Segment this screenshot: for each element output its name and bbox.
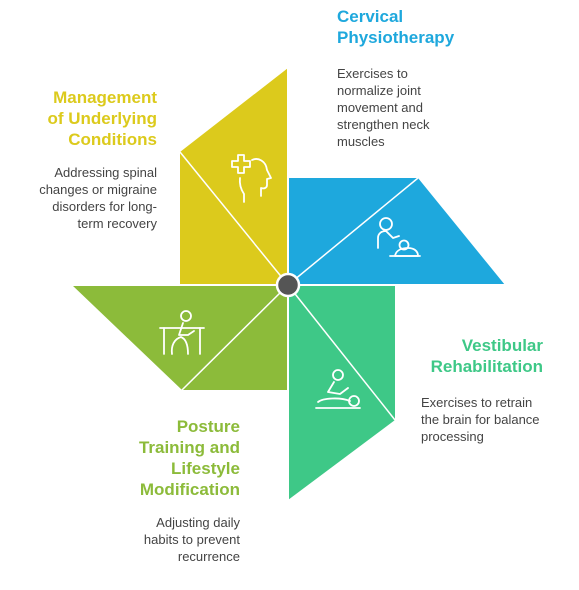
posture-description: Adjusting daily habits to prevent recurr… — [143, 515, 240, 564]
cervical-description: Exercises to normalize joint movement an… — [337, 66, 430, 149]
management-description: Addressing spinal changes or migraine di… — [39, 165, 157, 231]
management-label: Management of Underlying Conditions Addr… — [4, 87, 157, 232]
vestibular-label: Vestibular Rehabilitation — [380, 335, 543, 377]
head-with-medical-cross-icon — [231, 154, 272, 203]
physiotherapist-treating-patient-icon — [377, 217, 421, 257]
cervical-title: Cervical Physiotherapy — [337, 7, 455, 47]
cervical-physiotherapy-label: Cervical Physiotherapy Exercises to norm… — [337, 6, 557, 150]
posture-label: Posture Training and Lifestyle Modificat… — [80, 416, 240, 565]
cervical-blade — [288, 178, 505, 285]
vestibular-description: Exercises to retrain the brain for balan… — [421, 395, 540, 444]
management-blade — [180, 68, 288, 285]
management-title: Management of Underlying Conditions — [47, 88, 157, 149]
vestibular-description-block: Exercises to retrain the brain for balan… — [421, 394, 571, 445]
person-at-desk-icon — [159, 310, 205, 355]
posture-title: Posture Training and Lifestyle Modificat… — [138, 417, 240, 499]
vestibular-title: Vestibular Rehabilitation — [430, 336, 543, 376]
massage-therapy-icon — [315, 369, 361, 409]
center-hub — [275, 272, 301, 298]
